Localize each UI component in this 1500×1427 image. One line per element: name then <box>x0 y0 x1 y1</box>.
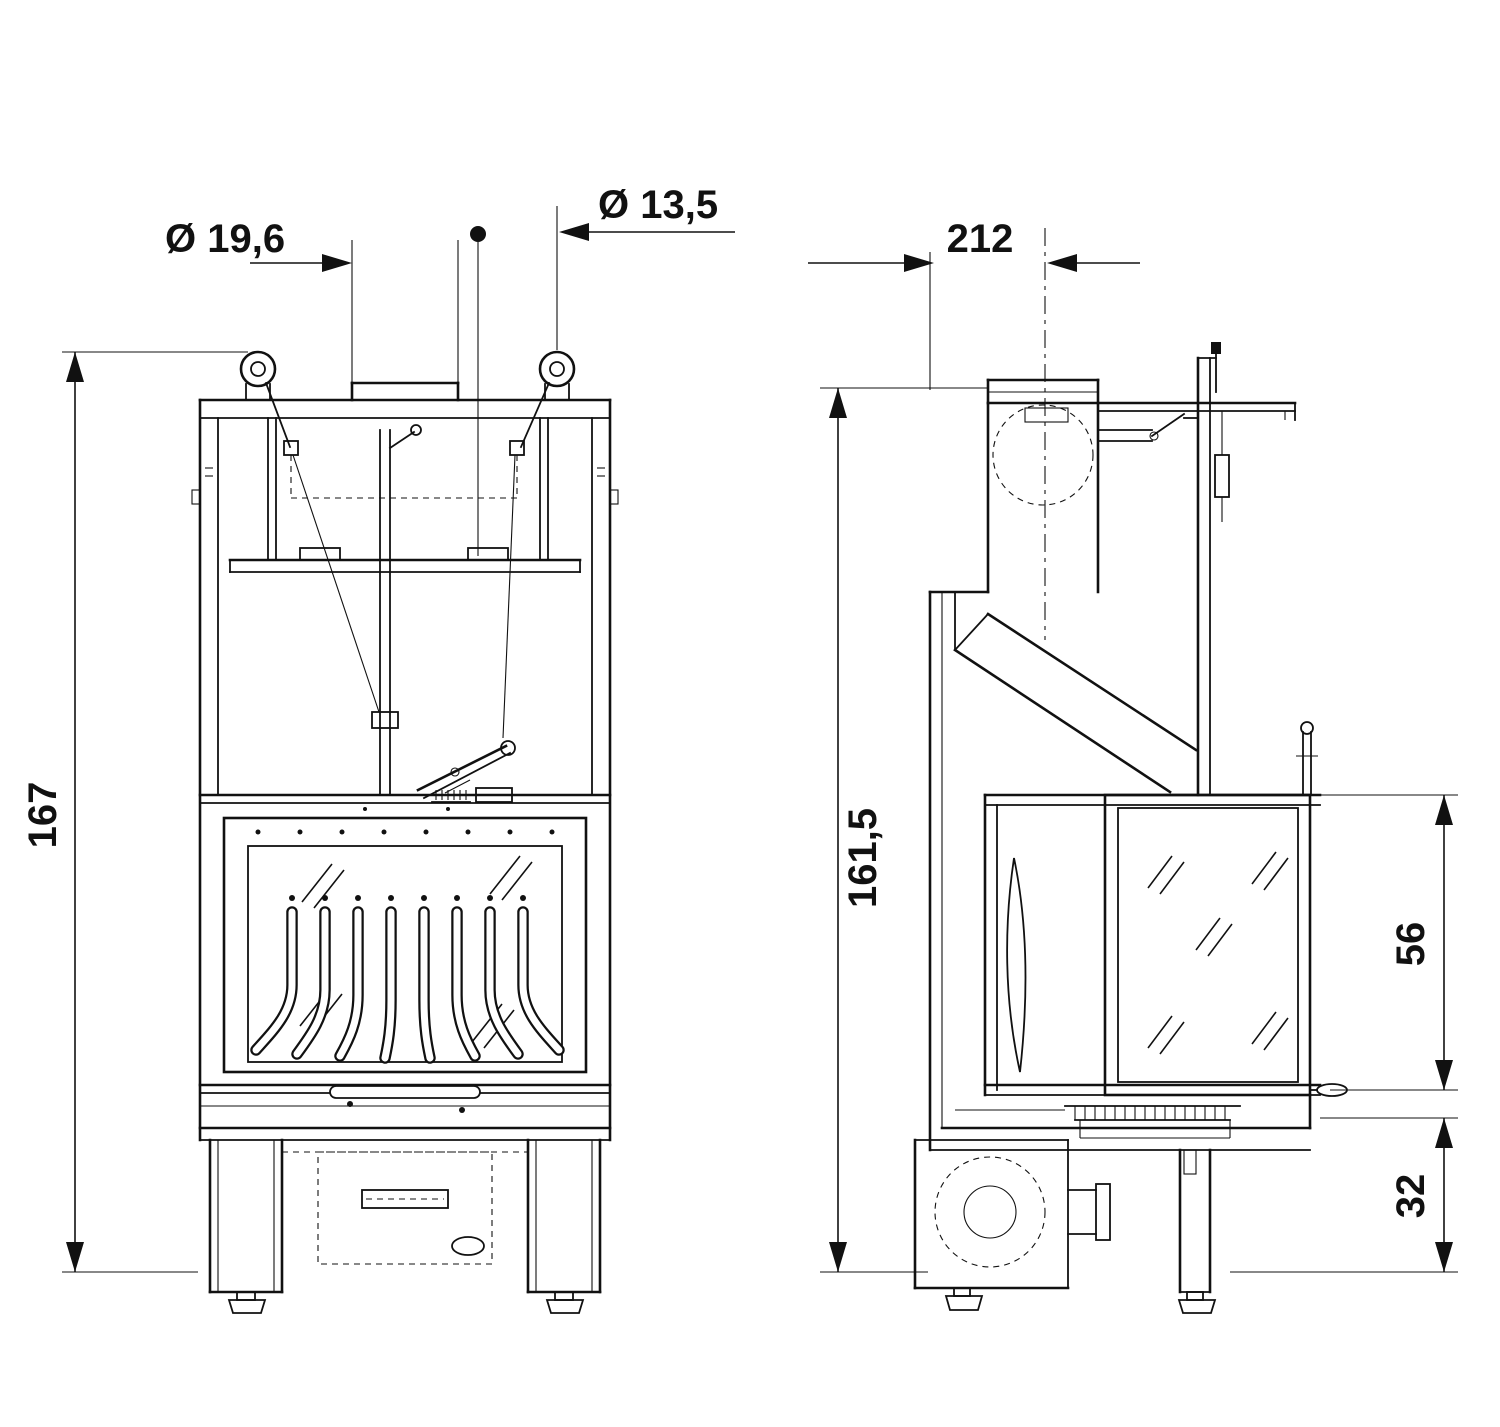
front-view: 167 Ø 19,6 Ø 13,5 <box>21 183 735 1314</box>
side-flue <box>928 342 1297 1152</box>
dim-base-height: 32 <box>1230 1117 1458 1273</box>
dim-hole-right: Ø 13,5 <box>556 183 735 350</box>
side-door-glass <box>983 721 1348 1097</box>
dim-label-side-height: 161,5 <box>841 808 885 908</box>
lifting-eyes <box>239 350 576 456</box>
front-frame <box>191 381 619 1142</box>
front-grate <box>250 895 565 1064</box>
front-firebox <box>198 793 612 1141</box>
dim-label-depth: 212 <box>947 217 1014 261</box>
dim-side-height: 161,5 <box>820 387 988 1273</box>
front-mechanism <box>290 424 518 803</box>
dim-label-base-height: 32 <box>1389 1174 1433 1219</box>
front-base <box>208 1138 602 1314</box>
side-base <box>913 1093 1312 1314</box>
dim-label-glass-height: 56 <box>1389 922 1433 967</box>
dim-label-total-height: 167 <box>21 782 65 849</box>
dim-label-hole-right: Ø 13,5 <box>598 183 718 227</box>
side-view: 212 161,5 <box>808 217 1458 1314</box>
dim-depth: 212 <box>808 217 1140 640</box>
dim-glass-height: 56 <box>1320 794 1458 1091</box>
dim-label-hole-left: Ø 19,6 <box>165 217 285 261</box>
dim-hole-left: Ø 19,6 <box>165 217 486 556</box>
dim-total-height: 167 <box>21 351 248 1273</box>
